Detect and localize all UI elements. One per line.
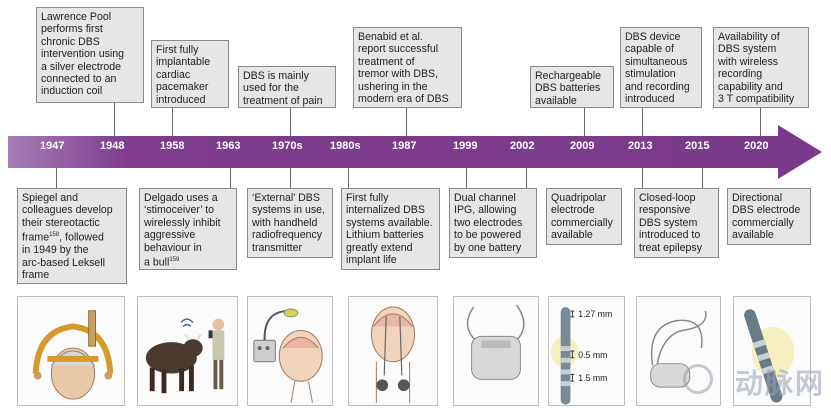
electrode-label-2: 0.5 mm <box>578 350 607 360</box>
year-2009: 2009 <box>570 140 595 152</box>
dual-channel-ipg-illustration <box>453 296 539 406</box>
electrode-label-1: 1.27 mm <box>578 309 612 319</box>
closed-loop-device-illustration <box>636 296 721 406</box>
event-1963-text: Delgado uses a ‘stimoceiver’ to wireless… <box>144 192 221 269</box>
connector <box>406 108 407 136</box>
event-1958-box: First fully implantable cardiac pacemake… <box>151 40 229 108</box>
reference-158: 158 <box>49 232 60 239</box>
event-2009-box: Rechargeable DBS batteries available <box>530 66 614 108</box>
event-1947-box: Spiegel and colleagues develop their ste… <box>17 188 127 284</box>
reference-159: 159 <box>169 257 180 264</box>
timeline-arrow <box>8 125 822 179</box>
event-2013-closed-loop-box: Closed-loop responsive DBS system introd… <box>634 188 719 258</box>
watermark-logo-icon <box>683 364 713 394</box>
year-1948: 1948 <box>100 140 125 152</box>
event-1970s-box: DBS is mainly used for the treatment of … <box>238 66 336 108</box>
event-1980s-box: First fully internalized DBS systems ava… <box>341 188 440 270</box>
connector <box>230 168 231 188</box>
event-2020-box: Availability of DBS system with wireless… <box>713 27 809 108</box>
year-2013: 2013 <box>628 140 653 152</box>
event-2013-box: DBS device capable of simultaneous stimu… <box>620 27 702 108</box>
year-2015: 2015 <box>685 140 710 152</box>
year-1980s: 1980s <box>330 140 361 152</box>
bull-stimoceiver-illustration <box>137 296 238 406</box>
connector <box>702 168 703 188</box>
quadripolar-electrode-illustration: 1.27 mm 0.5 mm 1.5 mm <box>548 296 625 406</box>
year-2002: 2002 <box>510 140 535 152</box>
connector <box>584 108 585 136</box>
connector <box>290 108 291 136</box>
directional-electrode-illustration <box>733 296 811 406</box>
external-dbs-illustration <box>247 296 333 406</box>
electrode-label-3: 1.5 mm <box>578 373 607 383</box>
stereotactic-frame-illustration <box>17 296 125 406</box>
connector <box>172 108 173 136</box>
year-1947: 1947 <box>40 140 65 152</box>
event-1987-box: Benabid et al. report successful treatme… <box>353 27 462 108</box>
event-1947-text-cont: , followed in 1949 by the arc-based Leks… <box>22 231 106 281</box>
year-1963: 1963 <box>216 140 241 152</box>
connector <box>642 168 643 188</box>
connector <box>56 168 57 188</box>
year-2020: 2020 <box>744 140 769 152</box>
connector <box>290 168 291 188</box>
event-2002-box: Quadripolar electrode commercially avail… <box>546 188 622 245</box>
watermark: 动脉网 <box>734 368 825 399</box>
connector <box>760 108 761 136</box>
event-1947-text: Spiegel and colleagues develop their ste… <box>22 192 113 244</box>
year-1999: 1999 <box>453 140 478 152</box>
event-1963-box: Delgado uses a ‘stimoceiver’ to wireless… <box>139 188 237 270</box>
connector <box>114 103 115 136</box>
year-1987: 1987 <box>392 140 417 152</box>
connector <box>642 108 643 136</box>
event-1999-box: Dual channel IPG, allowing two electrode… <box>449 188 537 258</box>
connector <box>348 168 349 188</box>
year-1970s: 1970s <box>272 140 303 152</box>
year-1958: 1958 <box>160 140 185 152</box>
connector <box>526 168 527 188</box>
event-1948-box: Lawrence Pool performs first chronic DBS… <box>36 7 144 103</box>
connector <box>466 168 467 188</box>
event-2015-box: Directional DBS electrode commercially a… <box>727 188 811 245</box>
event-1970s-external-box: ‘External’ DBS systems in use, with hand… <box>247 188 333 258</box>
internalized-dbs-illustration <box>348 296 438 406</box>
